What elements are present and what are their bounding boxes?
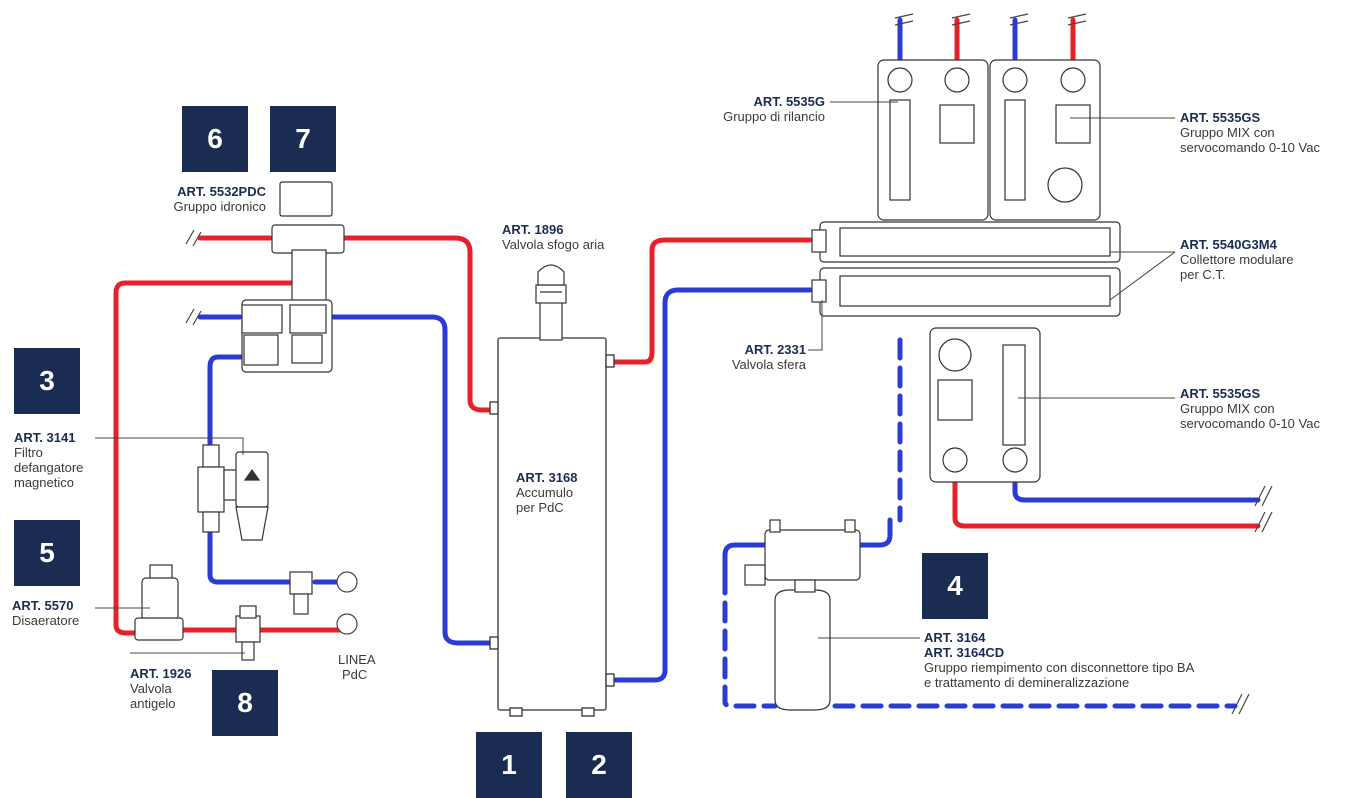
label-text: Valvola sfera xyxy=(731,357,806,372)
label-code: ART. 5535GS xyxy=(1180,110,1261,125)
label-line3: magnetico xyxy=(14,475,74,490)
label-line1: Gruppo MIX con xyxy=(1180,401,1275,416)
label-art-5535gs-top: ART. 5535GS Gruppo MIX con servocomando … xyxy=(1180,110,1320,155)
label-code: ART. 5540G3M4 xyxy=(1180,237,1277,252)
dashed-lines xyxy=(722,337,1238,709)
antifreeze-valve xyxy=(235,605,261,661)
label-code-2: ART. 3164CD xyxy=(924,645,1005,660)
label-text: Gruppo di rilancio xyxy=(723,109,825,124)
label-art-3141: ART. 3141 Filtro defangatore magnetico xyxy=(14,430,83,490)
label-art-5532pdc: ART. 5532PDC Gruppo idronico xyxy=(132,184,267,214)
label-line1: Gruppo MIX con xyxy=(1180,125,1275,140)
label-code: ART. 3168 xyxy=(516,470,578,485)
label-line1: Valvola xyxy=(130,681,172,696)
label-art-5535gs-bottom: ART. 5535GS Gruppo MIX con servocomando … xyxy=(1180,386,1320,431)
deaerator xyxy=(134,564,184,641)
label-art-2331: ART. 2331 Valvola sfera xyxy=(680,342,806,372)
label-line1: Filtro xyxy=(14,445,43,460)
badge-7: 7 xyxy=(270,106,336,172)
label-line1: LINEA xyxy=(338,652,376,667)
cold-pipes xyxy=(197,17,1261,683)
label-linea-pdc: LINEA PdC xyxy=(338,652,376,682)
break-marks xyxy=(185,13,1273,715)
air-vent-valve xyxy=(535,264,567,341)
collector-manifold xyxy=(811,221,1121,317)
label-art-1896: ART. 1896 Valvola sfogo aria xyxy=(502,222,604,252)
label-line2: antigelo xyxy=(130,696,176,711)
pipe-end-caps xyxy=(336,571,358,635)
badge-5: 5 xyxy=(14,520,80,586)
label-line2: per C.T. xyxy=(1180,267,1226,282)
label-line2: servocomando 0-10 Vac xyxy=(1180,416,1320,431)
bottom-mix-group xyxy=(929,327,1041,483)
badge-1: 1 xyxy=(476,732,542,798)
badge-2: 2 xyxy=(566,732,632,798)
leader-lines xyxy=(95,101,1176,654)
label-line2: per PdC xyxy=(516,500,564,515)
hot-pipes xyxy=(113,17,1261,636)
storage-tank xyxy=(489,337,615,717)
badge-8: 8 xyxy=(212,670,278,736)
label-code: ART. 3141 xyxy=(14,430,76,445)
label-art-3168: ART. 3168 Accumulo per PdC xyxy=(516,470,577,515)
label-text: Valvola sfogo aria xyxy=(502,237,605,252)
label-line2: e trattamento di demineralizzazione xyxy=(924,675,1130,690)
top-pump-groups xyxy=(877,59,1101,221)
badge-6: 6 xyxy=(182,106,248,172)
label-code: ART. 5532PDC xyxy=(177,184,266,199)
label-code: ART. 5535G xyxy=(753,94,825,109)
label-code: ART. 2331 xyxy=(744,342,806,357)
label-code: ART. 1896 xyxy=(502,222,564,237)
label-art-5540g3m4: ART. 5540G3M4 Collettore modulare per C.… xyxy=(1180,237,1293,282)
label-art-1926: ART. 1926 Valvola antigelo xyxy=(130,666,191,711)
label-art-5570: ART. 5570 Disaeratore xyxy=(12,598,79,628)
label-code: ART. 1926 xyxy=(130,666,192,681)
label-art-5535g: ART. 5535G Gruppo di rilancio xyxy=(660,94,825,124)
dirt-separator xyxy=(197,444,269,541)
label-line2: defangatore xyxy=(14,460,84,475)
label-line1: Accumulo xyxy=(516,485,574,500)
label-line2: PdC xyxy=(342,667,368,682)
label-line1: Gruppo riempimento con disconnettore tip… xyxy=(924,660,1195,675)
label-code: ART. 5570 xyxy=(12,598,74,613)
label-code: ART. 5535GS xyxy=(1180,386,1261,401)
filling-group xyxy=(744,519,861,711)
label-line2: servocomando 0-10 Vac xyxy=(1180,140,1320,155)
badge-4: 4 xyxy=(922,553,988,619)
small-valve xyxy=(289,571,313,615)
hydronic-group xyxy=(241,181,345,373)
label-art-3164: ART. 3164 ART. 3164CD Gruppo riempimento… xyxy=(924,630,1194,690)
label-text: Gruppo idronico xyxy=(173,199,267,214)
label-text: Disaeratore xyxy=(12,613,80,628)
label-code-1: ART. 3164 xyxy=(924,630,986,645)
badge-3: 3 xyxy=(14,348,80,414)
label-line1: Collettore modulare xyxy=(1180,252,1294,267)
